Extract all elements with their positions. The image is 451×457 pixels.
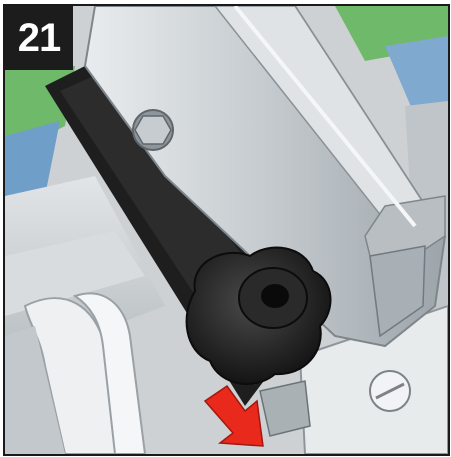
rail-highlight <box>233 6 417 228</box>
frame-left-bracket-2 <box>72 292 147 454</box>
background-blue-right <box>385 36 448 116</box>
bolt-head <box>134 115 172 145</box>
assembly-illustration <box>5 6 448 454</box>
rail-end-slot <box>369 245 426 338</box>
step-number-badge: 21 <box>5 6 73 70</box>
screw-slot <box>375 382 405 400</box>
background-blue-left <box>5 121 60 206</box>
frame-left-tube <box>5 231 145 316</box>
illustration-frame: 21 <box>3 4 450 456</box>
arrow-icon <box>203 384 264 447</box>
frame-left-lower <box>5 326 65 454</box>
knob-hole <box>261 284 289 308</box>
clip <box>259 380 311 437</box>
